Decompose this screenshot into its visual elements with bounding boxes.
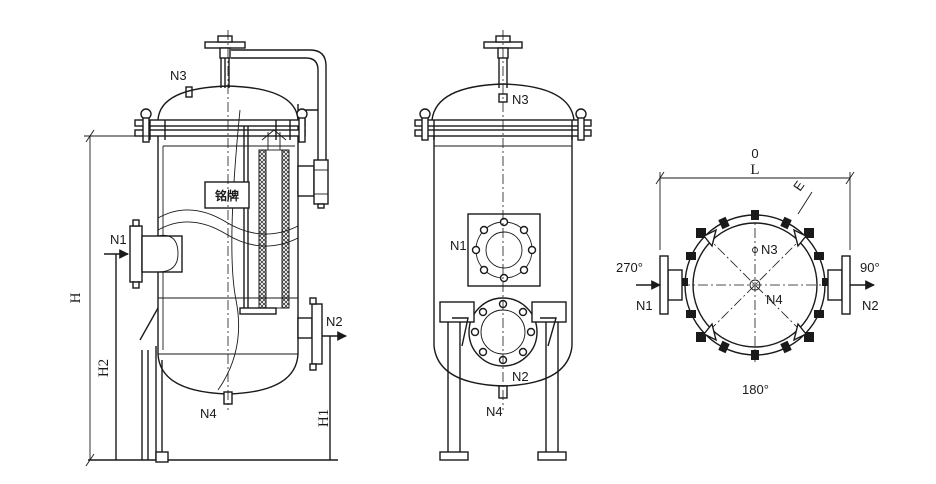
dim-o-label: 0: [751, 146, 758, 161]
nozzle-n4-top: [749, 279, 761, 291]
dim-h1-label: H1: [316, 409, 332, 427]
top-270-label: 270°: [616, 260, 643, 275]
top-n1-label: N1: [636, 298, 653, 313]
top-flange: [134, 108, 308, 143]
front-n3-label: N3: [170, 68, 187, 83]
side-n1-label: N1: [450, 238, 467, 253]
top-90-label: 90°: [860, 260, 880, 275]
top-n4-label: N4: [766, 292, 783, 307]
side-n2-label: N2: [512, 369, 529, 384]
dim-h-label: H: [68, 292, 84, 303]
side-view: N3: [414, 30, 592, 461]
front-n2-label: N2: [326, 314, 343, 329]
top-diag2: [704, 234, 806, 336]
dim-l-label: L: [750, 162, 759, 178]
dim-h2-label: H2: [96, 359, 112, 377]
nozzle-n3-top: [752, 247, 758, 253]
front-legs: [139, 307, 169, 463]
dim-h: [84, 129, 156, 467]
sight-glass: [297, 159, 329, 209]
clamp-bolts: [680, 210, 830, 360]
top-n2-label: N2: [862, 298, 879, 313]
side-n3-label: N3: [512, 92, 529, 107]
top-n3-label: N3: [761, 242, 778, 257]
top-handwheel: [204, 35, 246, 88]
nozzle-n2-front: [297, 297, 347, 460]
filter-cartridges: [239, 126, 290, 315]
front-n4-label: N4: [200, 406, 217, 421]
nozzle-n1-side: [467, 213, 541, 287]
side-n4-label: N4: [486, 404, 503, 419]
nozzle-n1-top: [636, 255, 683, 315]
front-view: 铭牌 N3 N1: [68, 30, 347, 467]
front-n1-label: N1: [110, 232, 127, 247]
side-legs: [439, 301, 567, 461]
dim-e-line: [797, 191, 813, 215]
dim-e-label: E: [790, 178, 807, 194]
top-view: 0 L E N4 N3: [616, 146, 880, 397]
top-180-label: 180°: [742, 382, 769, 397]
nameplate-label: 铭牌: [215, 188, 239, 203]
dim-l: [655, 171, 855, 250]
nozzle-n1-front: [104, 219, 183, 460]
top-diag1: [704, 234, 806, 336]
nameplate: 铭牌: [204, 181, 250, 209]
vent-pipe: [231, 49, 327, 162]
top-legs: [702, 228, 808, 342]
nozzle-n2-top: [827, 255, 875, 315]
